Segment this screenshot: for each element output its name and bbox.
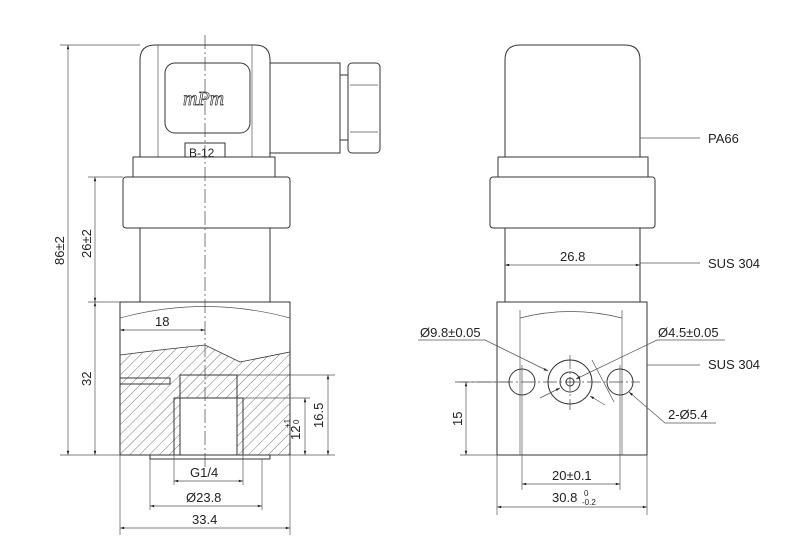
knurled-ring <box>489 176 656 229</box>
front-view: PA66 SUS 304 SUS 304 26.8 Ø9.8±0.05 Ø4.5… <box>418 44 760 515</box>
collar <box>132 156 276 178</box>
logo-text: mPm <box>183 88 224 110</box>
logo-window <box>164 62 251 134</box>
dim-orifice-diameter: Ø4.5±0.05 <box>658 325 719 340</box>
material-base: SUS 304 <box>708 357 760 372</box>
dim-mount-holes: 2-Ø5.4 <box>668 407 708 422</box>
dim-bore-depth: 16.5 <box>311 403 326 428</box>
dim-hole-spacing: 20±0.1 <box>552 468 592 483</box>
svg-text:0: 0 <box>292 419 301 424</box>
dim-overall-height: 86±2 <box>52 236 67 265</box>
connector-cap <box>504 44 641 157</box>
svg-text:+1: +1 <box>283 418 292 428</box>
dim-seal-diameter: Ø23.8 <box>186 490 221 505</box>
dim-body-height: 26±2 <box>79 229 94 258</box>
dim-half-width: 18 <box>155 314 169 329</box>
process-base <box>496 301 648 456</box>
gland-nut <box>347 62 381 154</box>
material-connector: PA66 <box>708 131 739 146</box>
dim-port-diameter: Ø9.8±0.05 <box>420 325 481 340</box>
dim-base-width: 33.4 <box>192 512 217 527</box>
material-body: SUS 304 <box>708 256 760 271</box>
dim-thread: G1/4 <box>190 465 218 480</box>
dim-hole-height: 15 <box>450 412 465 426</box>
tol-lower: 0 <box>292 419 301 424</box>
label-plate: B-12 <box>189 146 215 160</box>
side-view: mPm B-12 86±2 26±2 32 18 <box>52 35 381 535</box>
dim-base-width: 30.8 <box>552 490 577 505</box>
dim-thread-depth: 12 <box>288 426 303 440</box>
dim-base-height: 32 <box>79 372 94 386</box>
tol-lower: -0.2 <box>582 498 596 507</box>
dim-body-width: 26.8 <box>560 249 585 264</box>
cable-gland <box>269 62 341 154</box>
knurled-ring <box>122 176 291 229</box>
tol-upper: 0 <box>584 489 589 498</box>
tol-upper: +1 <box>283 418 292 428</box>
